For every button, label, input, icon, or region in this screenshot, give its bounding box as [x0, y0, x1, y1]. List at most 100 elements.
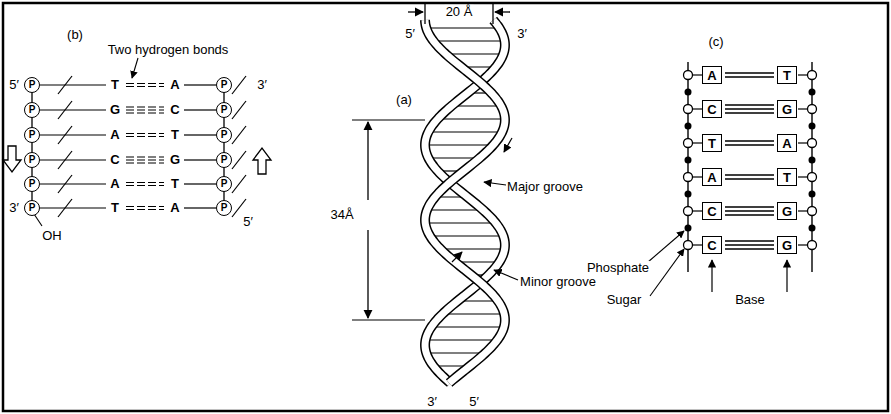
sugar-ring	[58, 126, 72, 144]
label-text: A	[109, 128, 120, 142]
phosphate-circle: P	[216, 127, 232, 143]
label-text: 3′	[516, 27, 528, 41]
base-box: G	[777, 202, 797, 220]
sugar-ring	[232, 76, 246, 94]
node-text: C	[707, 239, 716, 252]
sugar-circle	[684, 173, 693, 182]
hydrogen-bond	[126, 83, 164, 84]
label-text: A	[169, 201, 180, 215]
label-text: 3′	[8, 201, 20, 215]
node-text: C	[707, 103, 716, 116]
label-text: Phosphate	[586, 261, 650, 275]
phosphate-circle: P	[216, 102, 232, 118]
phosphate-dot	[685, 225, 692, 232]
label-text: G	[109, 103, 121, 117]
label-text: C	[109, 153, 120, 167]
hydrogen-bond	[725, 105, 774, 113]
label-text: Major groove	[506, 180, 584, 194]
sugar-ring	[232, 151, 246, 169]
label-text: 3′	[426, 395, 438, 409]
strand-ribbon	[425, 20, 505, 383]
node-text: P	[29, 155, 36, 165]
hydrogen-bond	[126, 133, 164, 134]
phosphate-dot	[809, 191, 816, 198]
label-text: 34Å	[329, 208, 354, 222]
leader-line	[484, 182, 506, 185]
dimension-arrow	[495, 11, 510, 12]
dimension-tick	[352, 319, 425, 320]
node-text: G	[782, 239, 792, 252]
label-text: 5′	[404, 27, 416, 41]
base-pair-rung	[443, 313, 505, 314]
node-text: P	[29, 105, 36, 115]
label-text: Base	[734, 293, 766, 307]
base-box: G	[777, 236, 797, 254]
node-text: P	[221, 130, 228, 140]
hydrogen-bond	[126, 112, 164, 113]
node-text: G	[782, 205, 792, 218]
base-box: A	[702, 66, 722, 84]
hydrogen-bond	[126, 106, 164, 107]
node-text: T	[783, 171, 791, 184]
sugar-circle	[808, 173, 817, 182]
label-text: (a)	[395, 93, 413, 107]
node-text: P	[29, 203, 36, 213]
dimension-arrow	[408, 11, 423, 12]
direction-arrow	[3, 146, 21, 172]
base-box: G	[777, 100, 797, 118]
sugar-circle	[684, 241, 693, 250]
hydrogen-bond	[126, 86, 164, 87]
phosphate-dot	[685, 157, 692, 164]
hydrogen-bond	[126, 156, 164, 157]
node-text: P	[221, 80, 228, 90]
node-text: P	[29, 179, 36, 189]
node-text: P	[221, 203, 228, 213]
leader-line	[711, 260, 712, 292]
phosphate-dot	[685, 123, 692, 130]
label-text: 5′	[242, 215, 254, 229]
sugar-circle	[808, 105, 817, 114]
base-box: T	[702, 134, 722, 152]
hydrogen-bond	[126, 136, 164, 137]
base-pair-rung	[428, 131, 502, 132]
hydrogen-bond	[126, 209, 164, 210]
base-box: A	[702, 168, 722, 186]
phosphate-dot	[809, 123, 816, 130]
label-text: A	[169, 78, 180, 92]
hydrogen-bond	[725, 73, 774, 77]
base-pair-rung	[433, 40, 504, 41]
phosphate-dot	[809, 157, 816, 164]
phosphate-circle: P	[216, 200, 232, 216]
base-box: T	[777, 168, 797, 186]
sugar-circle	[684, 71, 693, 80]
sugar-link	[40, 183, 106, 184]
phosphate-circle: P	[24, 152, 40, 168]
node-text: T	[708, 137, 716, 150]
sugar-link	[184, 84, 216, 85]
base-box: A	[777, 134, 797, 152]
sugar-link	[184, 207, 216, 208]
base-pair-rung	[425, 339, 497, 340]
sugar-ring	[58, 199, 72, 217]
sugar-circle	[808, 207, 817, 216]
node-text: P	[221, 155, 228, 165]
sugar-link	[40, 109, 106, 110]
sugar-link	[184, 109, 216, 110]
label-text: 5′	[468, 395, 480, 409]
dimension-arrow	[367, 230, 368, 318]
node-text: P	[221, 179, 228, 189]
terminal-link	[34, 214, 42, 226]
base-pair-rung	[446, 53, 504, 54]
label-text: Sugar	[606, 293, 643, 307]
sugar-link	[40, 84, 106, 85]
phosphate-dot	[809, 225, 816, 232]
base-pair-rung	[438, 118, 505, 119]
label-text: (b)	[66, 28, 84, 42]
rotation-arrow	[452, 252, 462, 262]
sugar-ring	[58, 76, 72, 94]
phosphate-circle: P	[216, 77, 232, 93]
phosphate-circle: P	[24, 200, 40, 216]
sugar-circle	[684, 105, 693, 114]
label-text: 3′	[256, 78, 268, 92]
